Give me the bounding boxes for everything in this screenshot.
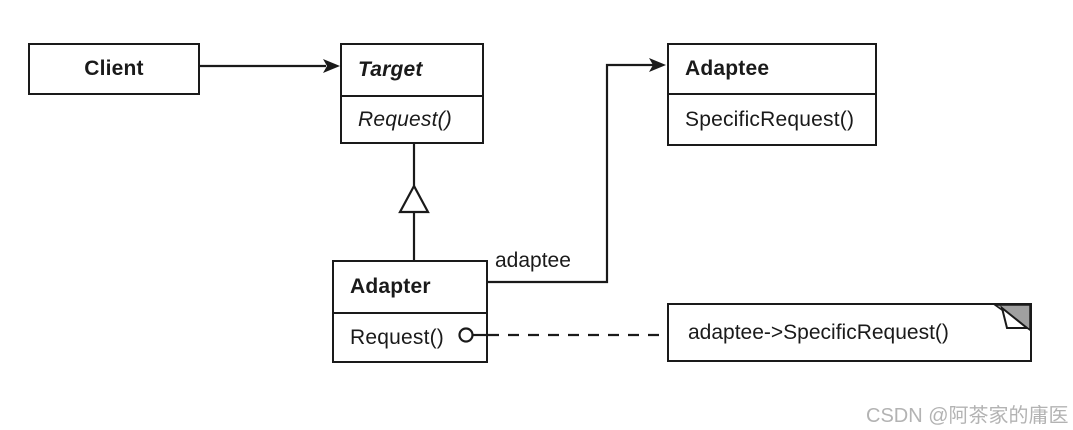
adaptee-arrowhead-icon (649, 58, 666, 72)
target-class-box: Target Request() (340, 43, 484, 144)
adapter-class-name: Adapter (350, 275, 431, 298)
client-class-box: Client (28, 43, 200, 95)
target-method-request: Request() (342, 95, 482, 142)
adaptee-class-name: Adaptee (685, 57, 770, 80)
watermark: CSDN @阿茶家的庸医 (866, 405, 1069, 427)
adapter-class-box: Adapter Request() (332, 260, 488, 363)
inheritance-triangle-icon (398, 183, 430, 214)
client-target-arrowhead-icon (323, 59, 340, 73)
client-class-name: Client (84, 57, 144, 80)
note-box: adaptee->SpecificRequest() (667, 303, 1032, 362)
note-text: adaptee->SpecificRequest() (688, 320, 949, 344)
adaptee-class-box: Adaptee SpecificRequest() (667, 43, 877, 146)
association-label-adaptee: adaptee (493, 249, 573, 273)
adaptee-method-specificrequest: SpecificRequest() (669, 93, 875, 144)
target-class-name: Target (358, 58, 423, 81)
adapter-method-request: Request() (334, 312, 486, 361)
